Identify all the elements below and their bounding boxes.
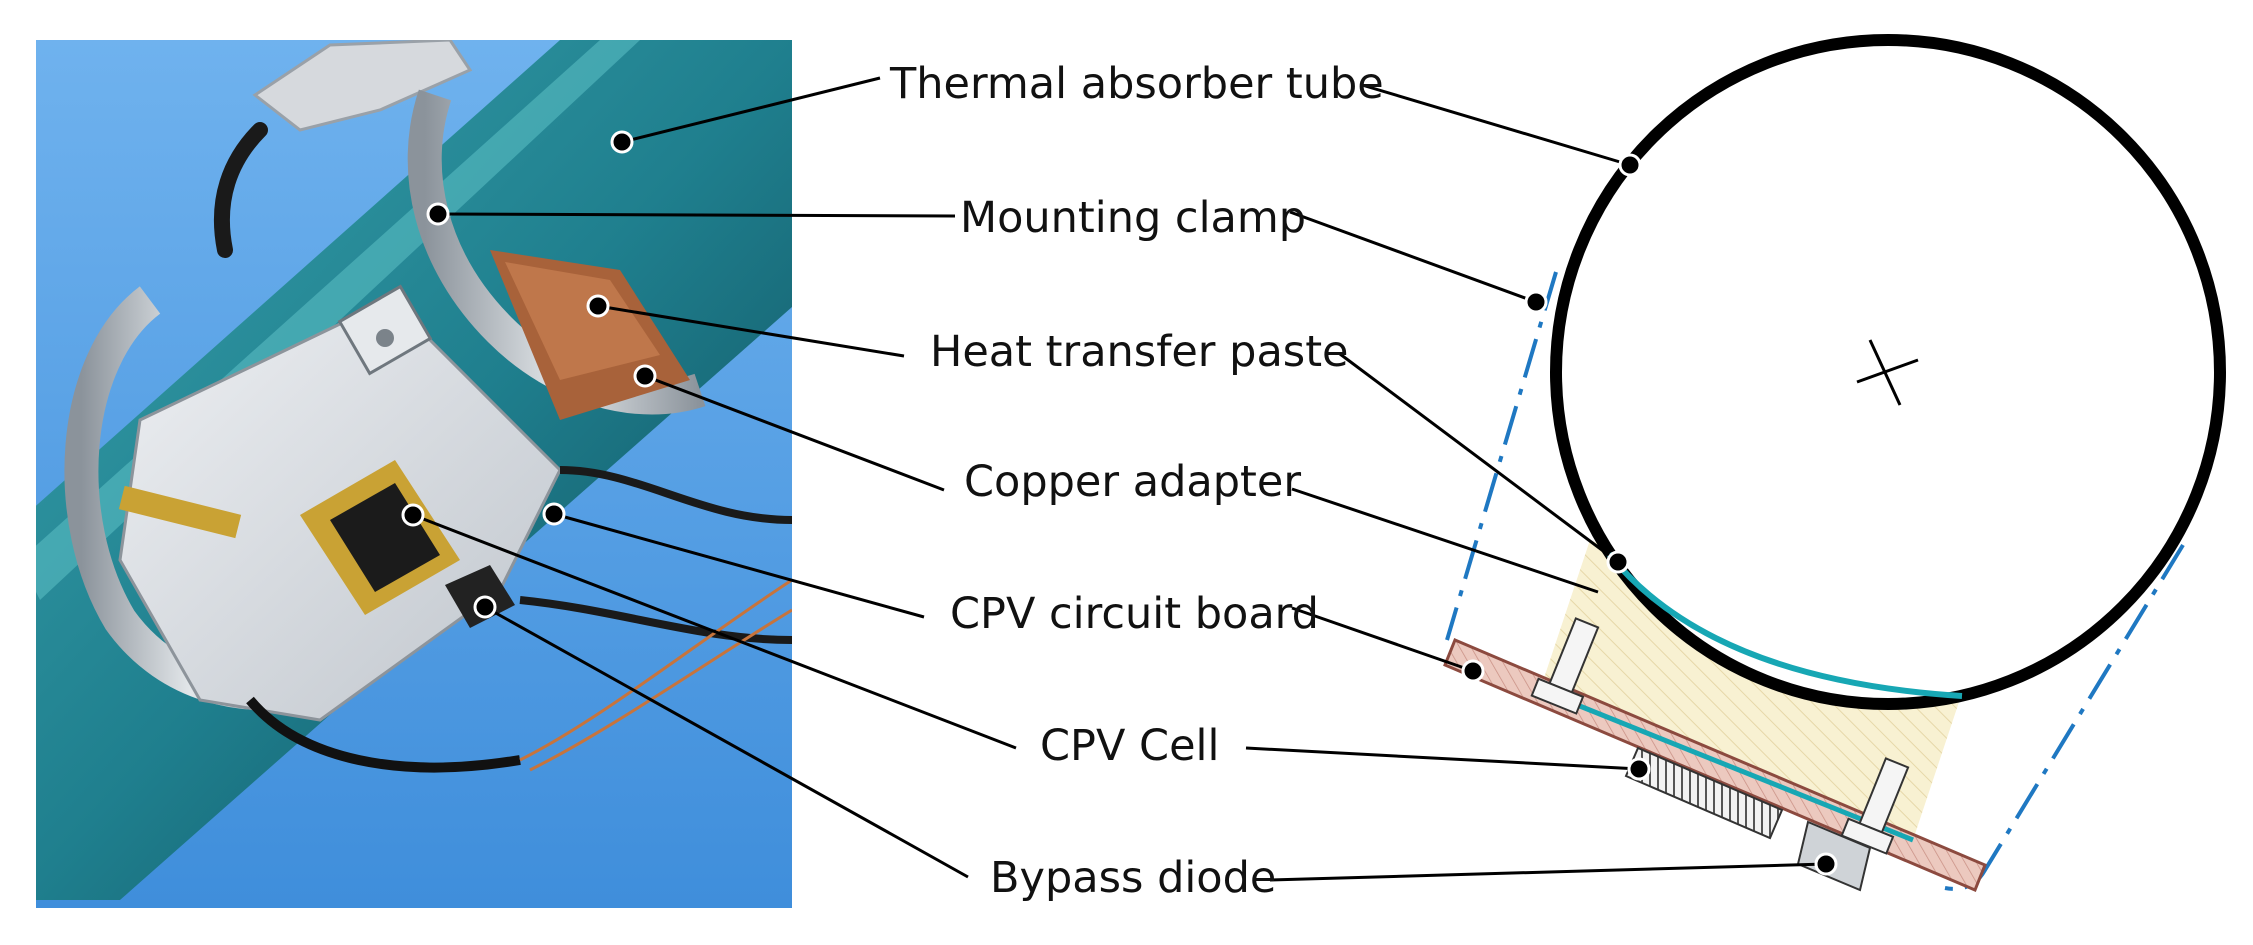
photo-right-clamp (407, 89, 706, 415)
leader-paste-photo (597, 304, 905, 358)
leader-copper-photo (644, 374, 945, 492)
leader-cell-photo (412, 513, 1017, 750)
label-bypass-diode: Bypass diode (990, 853, 1276, 903)
label-thermal-absorber-tube: Thermal absorber tube (889, 59, 1384, 109)
callout-labels: Thermal absorber tube Mounting clamp Hea… (889, 59, 1384, 903)
copper-adapter-block (1540, 540, 1963, 840)
leader-dots (401, 130, 1838, 876)
bolt-left (1530, 617, 1600, 715)
label-cpv-circuit-board: CPV circuit board (950, 589, 1319, 639)
clamp-outline-dashed-right (1944, 543, 2185, 891)
module-photo (36, 40, 792, 908)
cross-section-schematic (1443, 34, 2226, 892)
leader-thermal-schem (1361, 83, 1631, 167)
leader-diode-schem (1269, 862, 1827, 882)
leader-board-schem (1291, 606, 1474, 673)
leader-diode-photo (484, 605, 969, 879)
label-mounting-clamp: Mounting clamp (960, 193, 1306, 243)
leader-paste-schem (1339, 352, 1619, 564)
heat-paste-arc (1606, 552, 1963, 699)
bolt-right (1840, 757, 1910, 855)
label-heat-transfer-paste: Heat transfer paste (930, 327, 1349, 377)
photo-cable (214, 122, 268, 258)
photo-aluminium-foil (252, 40, 473, 132)
label-cpv-cell: CPV Cell (1040, 721, 1219, 771)
leader-board-photo (553, 512, 925, 619)
leader-lines (412, 76, 1827, 882)
photo-cpv-cell (330, 483, 440, 592)
clamp-outline-dashed (1445, 271, 1558, 641)
leader-clamp-schem (1289, 210, 1537, 304)
leader-cell-schem (1245, 746, 1640, 771)
leader-copper-schem (1291, 487, 1599, 594)
leader-clamp-photo (437, 212, 956, 218)
label-copper-adapter: Copper adapter (964, 457, 1301, 507)
photo-bypass-diode (445, 565, 515, 628)
leader-thermal-photo (621, 76, 881, 144)
